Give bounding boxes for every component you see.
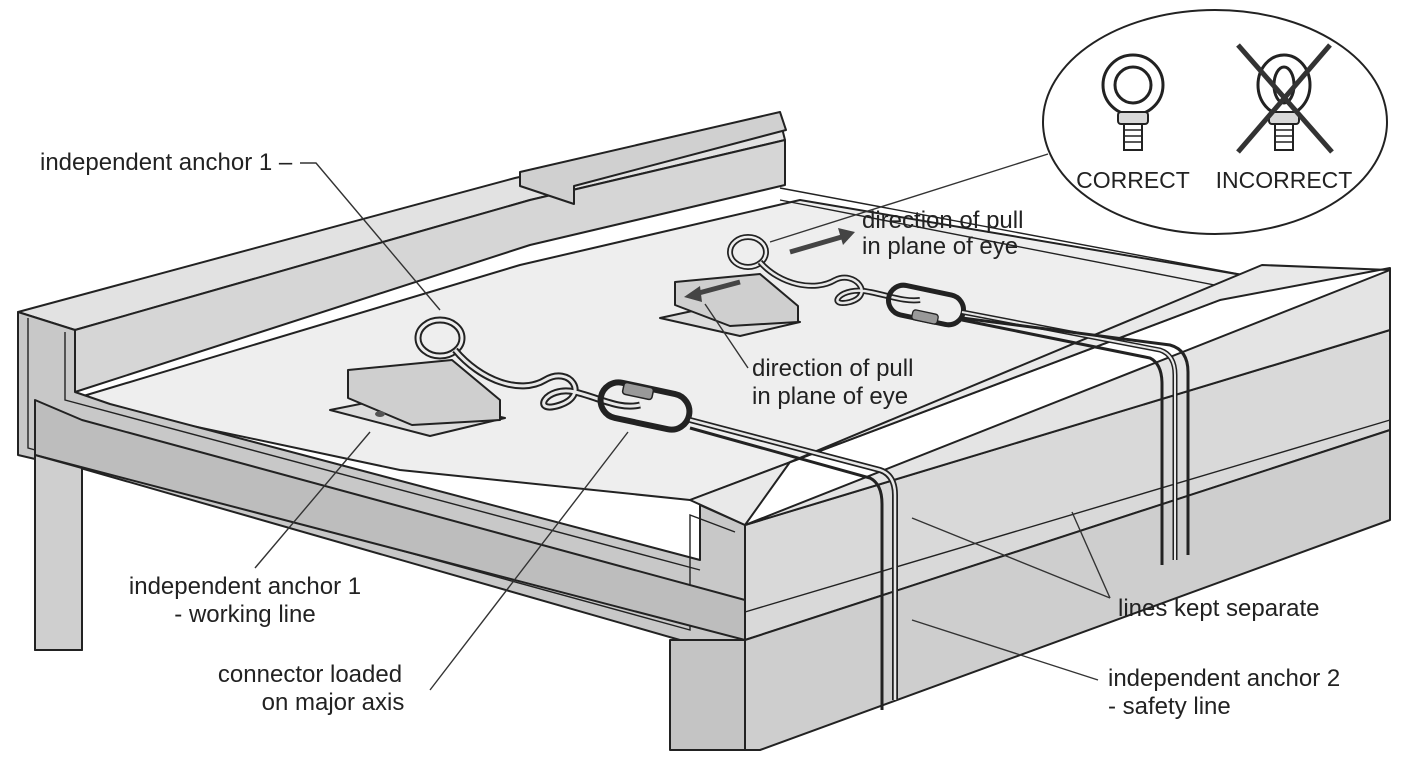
roof-structure (17, 111, 1391, 751)
label-anchor1-working-2: - working line (174, 601, 315, 628)
pull-arrow-upper-head (838, 228, 855, 245)
connector-2-gate (911, 309, 939, 325)
back-ledge (779, 187, 1261, 279)
callout-labels: independent anchor 1 – independent ancho… (40, 149, 1340, 720)
front-block-top-face (744, 269, 1391, 526)
working-line-rope-core (453, 349, 641, 409)
leader-anchor1-working (254, 431, 371, 569)
safety-line-rope-core (759, 261, 921, 305)
eyebolt-inset: CORRECT INCORRECT (769, 9, 1388, 243)
label-pull-lower-1: direction of pull (752, 355, 913, 382)
label-connector-1: connector loaded (218, 661, 402, 688)
leader-separate-a (911, 517, 1111, 599)
working-line-second-strand (689, 426, 884, 710)
label-pull-lower-2: in plane of eye (752, 383, 908, 410)
safety-line-second-strand (961, 318, 1164, 565)
label-lines-separate: lines kept separate (1118, 595, 1319, 622)
label-anchor1-working-1: independent anchor 1 (129, 573, 361, 600)
anchor-2-assembly (659, 234, 1190, 565)
inset-bubble (1042, 9, 1388, 235)
eyebolt-1-ring-inner (416, 318, 464, 358)
front-left-beam (34, 399, 746, 641)
pull-arrow-lower-head (684, 286, 702, 302)
label-anchor1-top: independent anchor 1 – (40, 149, 293, 176)
front-block-lower-face (744, 429, 1391, 751)
left-wall-channel (27, 318, 736, 631)
front-leg (669, 639, 746, 751)
correct-eyebolt-icon (1101, 53, 1165, 151)
anchor-1-bolt-hole (375, 411, 385, 417)
eyebolt-2-ring-inner (728, 235, 768, 269)
inset-correct-label: CORRECT (1076, 167, 1190, 193)
front-block-top (689, 264, 1391, 526)
working-line-to-edge-core (689, 418, 897, 700)
anchor-1-bracket (347, 359, 501, 426)
pull-arrows (684, 228, 855, 302)
inset-incorrect-label: INCORRECT (1216, 167, 1353, 193)
connector-1-gate (621, 381, 655, 401)
anchor-1-assembly (329, 316, 898, 710)
label-pull-upper-1: direction of pull (862, 207, 1023, 234)
leader-anchor2 (911, 619, 1099, 681)
anchor-2-bracket (674, 273, 799, 327)
pull-arrow-upper (789, 233, 846, 255)
safety-line-third-strand (961, 316, 1190, 555)
front-block-seam (744, 419, 1391, 613)
leader-anchor1-top (300, 162, 441, 311)
leader-separate-b (1071, 511, 1111, 599)
label-connector-2: on major axis (262, 689, 405, 716)
parapet-capping (519, 111, 787, 205)
leader-lines (254, 162, 1111, 691)
safety-line-to-edge-core (961, 311, 1176, 560)
label-anchor2-2: - safety line (1108, 693, 1231, 720)
left-wall-channel-2 (64, 332, 701, 571)
inset-pointer (769, 153, 1049, 243)
pull-arrow-lower (694, 279, 741, 297)
leader-pull-lower (704, 303, 749, 369)
label-pull-upper-2: in plane of eye (862, 233, 1018, 260)
incorrect-cross-icon (1236, 43, 1334, 154)
label-anchor2-1: independent anchor 2 (1108, 665, 1340, 692)
left-leg (34, 454, 83, 651)
leader-connector (429, 431, 629, 691)
